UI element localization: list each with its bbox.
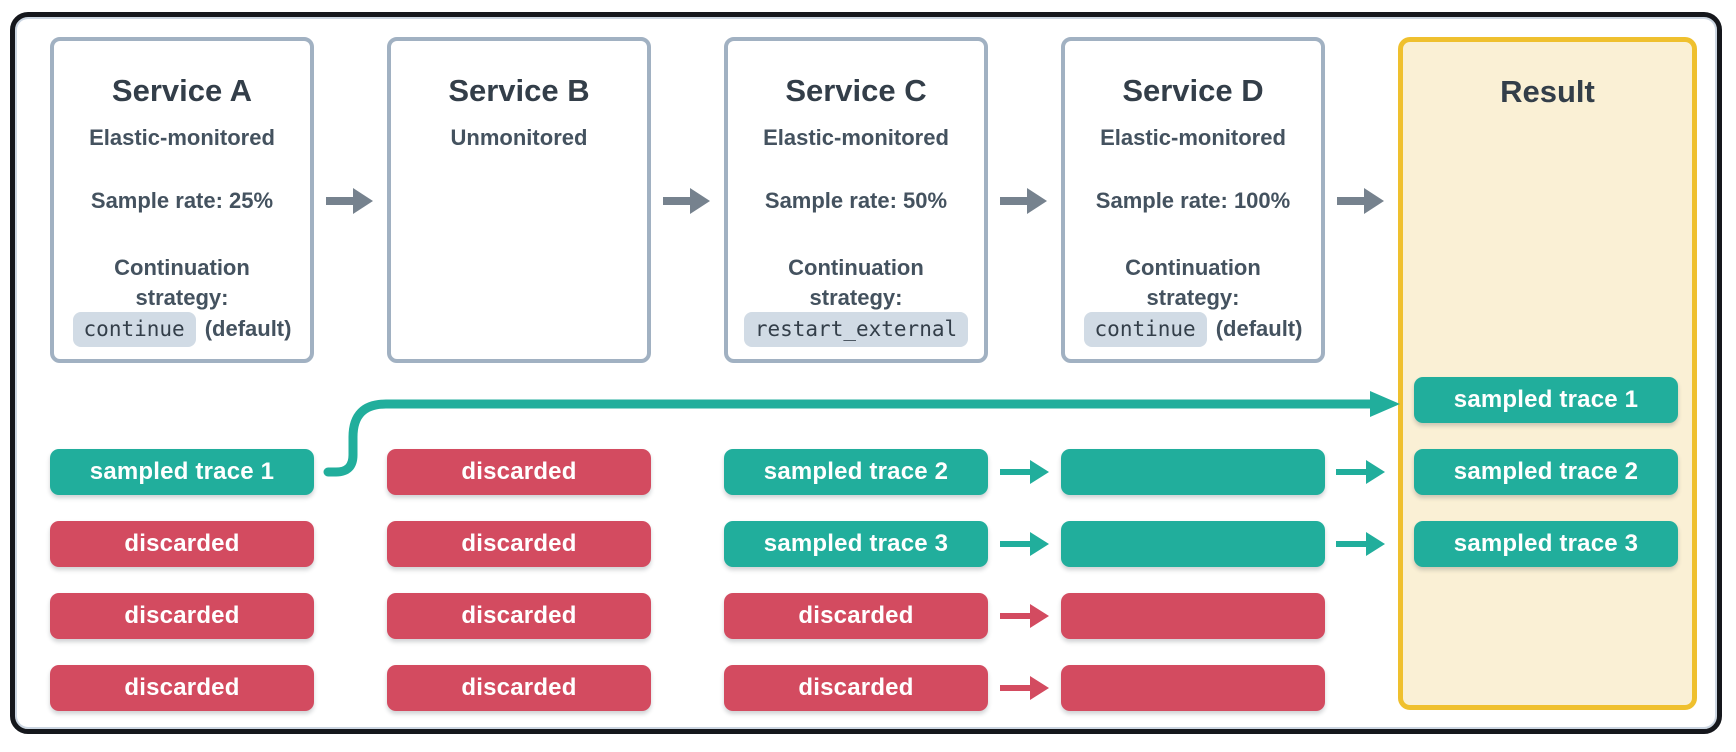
service-a-strategy-label: Continuation strategy: (114, 255, 250, 310)
trace-arrow-icon-sampled (1336, 459, 1386, 485)
trace-pill (1061, 593, 1325, 639)
service-d-monitoring: Elastic-monitored (1100, 125, 1286, 150)
result-trace-pill: sampled trace 3 (1414, 521, 1678, 567)
flow-arrow-icon-a-b (326, 185, 374, 217)
service-d-strategy-code-chip: continue (1083, 311, 1207, 347)
trace-pill: discarded (387, 449, 651, 495)
trace-pill: discarded (387, 593, 651, 639)
service-b-box: Service B Unmonitored (387, 37, 651, 363)
service-d-strategy-note: (default) (1215, 316, 1303, 341)
service-a-strategy-note: (default) (204, 316, 292, 341)
trace-arrow-icon-sampled (1336, 531, 1386, 557)
trace-arrow-icon-discarded (1000, 603, 1050, 629)
trace-pill: discarded (50, 593, 314, 639)
service-d-title: Service D (1122, 73, 1264, 108)
trace-pill: discarded (387, 665, 651, 711)
service-d-strategy-row: continue (default) (1065, 309, 1321, 349)
service-d-sample-rate: Sample rate: 100% (1095, 188, 1291, 213)
service-c-strategy-row: restart_external (728, 309, 984, 349)
trace-pill (1061, 665, 1325, 711)
service-c-strategy-code-chip: restart_external (743, 311, 969, 347)
diagram-frame (10, 12, 1722, 734)
trace-continuation-arrow (300, 390, 1410, 485)
service-b-monitoring: Unmonitored (450, 125, 588, 150)
flow-arrow-icon-c-d (1000, 185, 1048, 217)
trace-pill: discarded (724, 593, 988, 639)
trace-arrow-icon-discarded (1000, 675, 1050, 701)
service-a-strategy-row: continue (default) (54, 309, 310, 349)
service-b-title: Service B (448, 73, 590, 108)
service-a-box: Service A Elastic-monitored Sample rate:… (50, 37, 314, 363)
trace-pill: sampled trace 2 (724, 449, 988, 495)
trace-pill: discarded (724, 665, 988, 711)
flow-arrow-icon-b-c (663, 185, 711, 217)
service-c-strategy-label: Continuation strategy: (788, 255, 924, 310)
service-c-sample-rate: Sample rate: 50% (764, 188, 948, 213)
trace-pill (1061, 521, 1325, 567)
trace-arrow-icon-sampled (1000, 459, 1050, 485)
service-c-monitoring: Elastic-monitored (763, 125, 949, 150)
result-box: Result (1398, 37, 1697, 710)
service-c-box: Service C Elastic-monitored Sample rate:… (724, 37, 988, 363)
trace-pill: discarded (387, 521, 651, 567)
trace-pill: sampled trace 3 (724, 521, 988, 567)
result-trace-pill: sampled trace 1 (1414, 377, 1678, 423)
trace-arrow-icon-sampled (1000, 531, 1050, 557)
flow-arrow-icon-d-result (1337, 185, 1385, 217)
result-trace-pill: sampled trace 2 (1414, 449, 1678, 495)
service-d-box: Service D Elastic-monitored Sample rate:… (1061, 37, 1325, 363)
result-title: Result (1500, 74, 1595, 109)
service-a-sample-rate: Sample rate: 25% (90, 188, 274, 213)
service-a-title: Service A (111, 73, 253, 108)
trace-pill (1061, 449, 1325, 495)
trace-pill: sampled trace 1 (50, 449, 314, 495)
trace-pill: discarded (50, 665, 314, 711)
trace-pill: discarded (50, 521, 314, 567)
service-a-monitoring: Elastic-monitored (89, 125, 275, 150)
service-d-strategy-label: Continuation strategy: (1125, 255, 1261, 310)
service-a-strategy-code-chip: continue (72, 311, 196, 347)
service-c-title: Service C (785, 73, 927, 108)
